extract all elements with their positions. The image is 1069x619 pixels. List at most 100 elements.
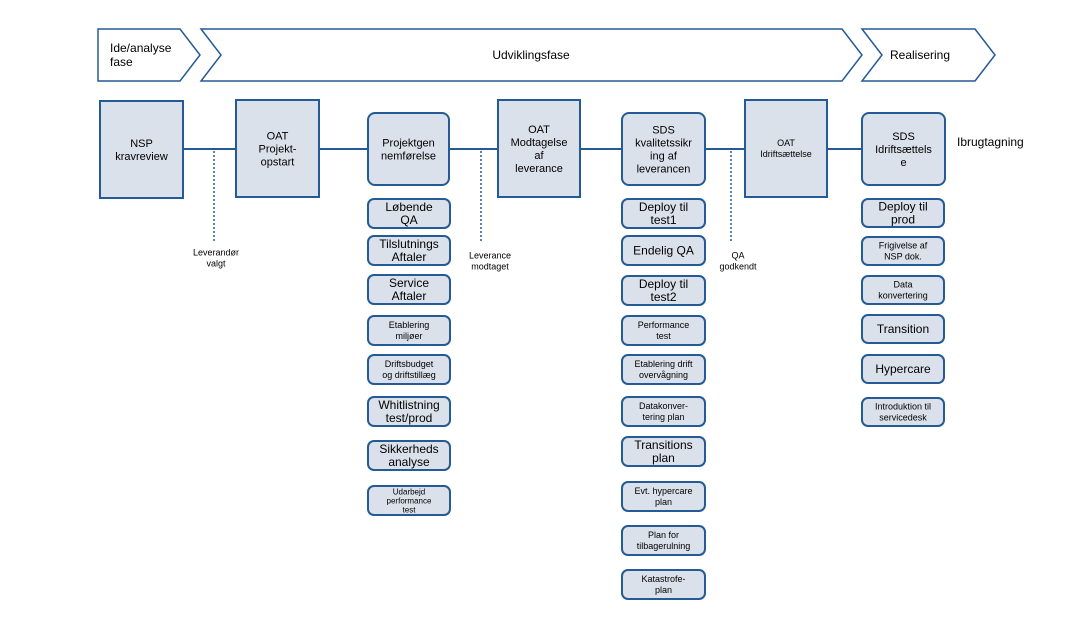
task-box xyxy=(861,275,945,305)
stage-box xyxy=(235,99,320,198)
task-item: Katastrofe-plan xyxy=(621,569,706,600)
task-label: Deploy til xyxy=(639,277,688,291)
stage-label: Modtagelse xyxy=(511,137,568,149)
phase-chevron xyxy=(199,28,863,82)
milestone-label: Leverance xyxy=(469,251,511,261)
stage-label: leverance xyxy=(515,163,563,175)
task-box xyxy=(367,235,451,266)
task-label: test xyxy=(656,331,671,341)
task-box xyxy=(367,354,451,385)
milestone-label: godkendt xyxy=(719,262,757,272)
stage-label: SDS xyxy=(892,131,915,143)
task-box xyxy=(621,198,706,229)
task-box xyxy=(367,274,451,305)
task-label: tering plan xyxy=(642,412,684,422)
task-label: test/prod xyxy=(386,411,433,425)
stage-label: kravreview xyxy=(115,151,168,163)
task-label: NSP dok. xyxy=(884,252,922,262)
task-label: Evt. hypercare xyxy=(634,486,692,496)
task-label: Service xyxy=(389,276,429,290)
task-label: Transitions xyxy=(634,438,692,452)
stage-box xyxy=(99,100,184,199)
task-label: Transition xyxy=(877,322,929,336)
stage-label: opstart xyxy=(261,156,295,168)
stage-label: OAT xyxy=(267,130,289,142)
stage-box xyxy=(621,112,706,186)
stage-label: af xyxy=(534,150,544,162)
task-label: Datakonver- xyxy=(639,401,688,411)
task-label: Tilslutnings xyxy=(379,237,439,251)
stage-label: nemførelse xyxy=(381,150,436,162)
task-label: Aftaler xyxy=(392,250,427,264)
phase-udvikling: Udviklingsfase xyxy=(199,28,863,82)
task-box xyxy=(621,569,706,600)
task-box xyxy=(861,198,945,228)
task-box xyxy=(367,396,451,427)
phase-chevron xyxy=(97,28,201,82)
phase-chevron xyxy=(860,28,996,82)
milestone-label: modtaget xyxy=(471,262,509,272)
task-item: Transition xyxy=(861,314,945,344)
stage-label: Projektgen xyxy=(382,137,435,149)
end-label: Ibrugtagning xyxy=(957,135,1024,149)
task-label: og driftstillæg xyxy=(382,370,436,380)
stage-box xyxy=(497,99,581,198)
task-label: Plan for xyxy=(648,530,679,540)
task-label: Introduktion til xyxy=(875,402,931,412)
task-label: performance xyxy=(387,496,432,505)
milestone-label: QA xyxy=(731,251,744,261)
task-label: Deploy til xyxy=(639,200,688,214)
task-label: Løbende xyxy=(385,200,433,214)
phase-label: fase xyxy=(110,55,133,69)
task-label: plan xyxy=(655,585,672,595)
stage-label: ing af xyxy=(650,150,678,162)
stage-label: leverancen xyxy=(637,163,691,175)
task-label: test1 xyxy=(650,213,676,227)
task-box xyxy=(367,315,451,346)
stage-label: OAT xyxy=(528,124,550,136)
task-label: servicedesk xyxy=(879,413,927,423)
stage-label: kvalitetssikr xyxy=(635,137,692,149)
task-label: QA xyxy=(400,213,417,227)
task-box xyxy=(367,485,451,516)
task-label: Driftsbudget xyxy=(385,359,434,369)
stage-label: Idriftsættelse xyxy=(760,149,812,159)
task-box xyxy=(861,397,945,427)
task-label: Etablering drift xyxy=(634,359,693,369)
task-box xyxy=(621,235,706,266)
task-label: Aftaler xyxy=(392,289,427,303)
task-label: Hypercare xyxy=(875,362,931,376)
task-box xyxy=(861,314,945,344)
task-item: Hypercare xyxy=(861,354,945,384)
task-box xyxy=(367,198,451,229)
stage-label: Idriftsættels xyxy=(875,144,932,156)
stage-label: Projekt- xyxy=(259,143,297,155)
stage-label: NSP xyxy=(130,138,153,150)
task-label: plan xyxy=(652,451,675,465)
task-label: Sikkerheds xyxy=(379,442,438,456)
task-label: plan xyxy=(655,497,672,507)
